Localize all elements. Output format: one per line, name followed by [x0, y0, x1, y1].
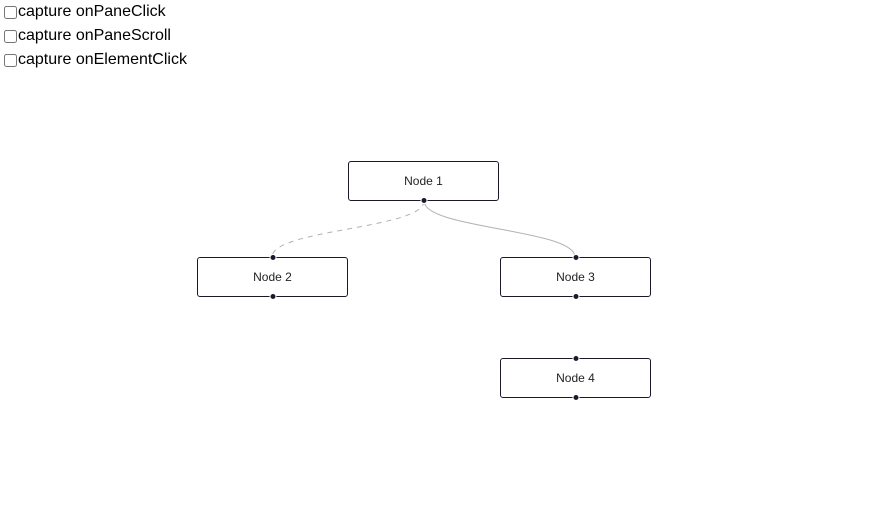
flow-node-4[interactable]: Node 4 — [500, 355, 651, 401]
node-4-source-handle[interactable] — [572, 394, 579, 401]
node-3-source-handle[interactable] — [572, 293, 579, 300]
node-3-target-handle[interactable] — [572, 254, 579, 261]
capture-pane-click-label: capture onPaneClick — [18, 3, 166, 20]
capture-element-click-option[interactable]: capture onElementClick — [4, 48, 187, 72]
flow-node-1-label: Node 1 — [404, 174, 443, 188]
flow-node-3[interactable]: Node 3 — [500, 254, 651, 300]
flow-node-1[interactable]: Node 1 — [348, 161, 499, 204]
controls-panel: capture onPaneClick capture onPaneScroll… — [4, 0, 187, 72]
capture-pane-scroll-label: capture onPaneScroll — [18, 27, 171, 44]
node-2-target-handle[interactable] — [269, 254, 276, 261]
capture-pane-click-checkbox[interactable] — [4, 5, 17, 19]
flow-node-2-label: Node 2 — [253, 270, 292, 284]
node-2-source-handle[interactable] — [269, 293, 276, 300]
node-4-target-handle[interactable] — [572, 355, 579, 362]
capture-pane-click-option[interactable]: capture onPaneClick — [4, 0, 187, 24]
capture-element-click-checkbox[interactable] — [4, 53, 17, 67]
capture-pane-scroll-option[interactable]: capture onPaneScroll — [4, 24, 187, 48]
edge-1-3[interactable] — [423, 200, 576, 258]
flow-node-4-label: Node 4 — [556, 371, 595, 385]
edge-1-2[interactable] — [271, 200, 425, 258]
capture-element-click-label: capture onElementClick — [18, 51, 187, 68]
node-1-source-handle[interactable] — [420, 197, 427, 204]
capture-pane-scroll-checkbox[interactable] — [4, 29, 17, 43]
flow-node-3-label: Node 3 — [556, 270, 595, 284]
flow-node-2[interactable]: Node 2 — [197, 254, 348, 300]
